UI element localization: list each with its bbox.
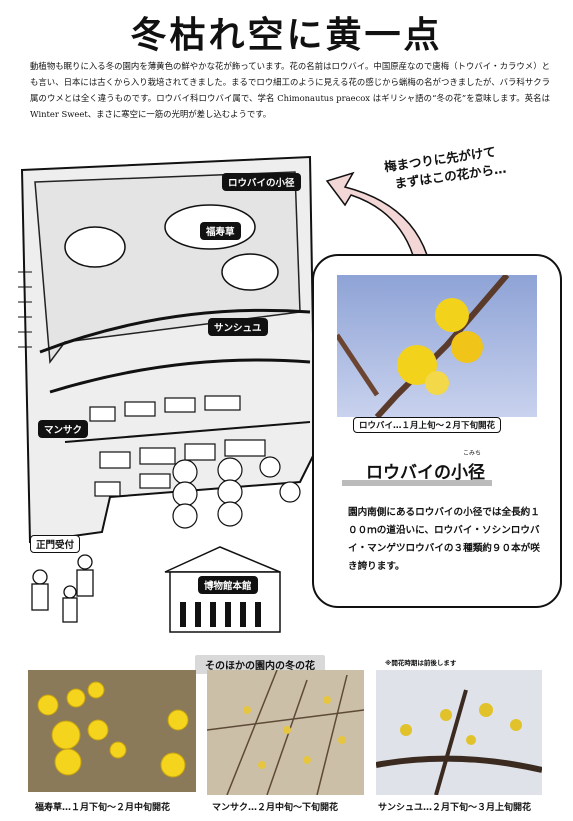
sanshuyu-caption: サンシュユ…２月下旬〜３月上旬開花: [378, 803, 532, 813]
path-heading: ロウバイの小径: [366, 463, 485, 483]
sanshuyu-photo: [376, 670, 542, 795]
map-label-roubai-path: ロウバイの小径: [222, 173, 301, 191]
page-title: 冬枯れ空に黄一点: [130, 14, 443, 56]
mansaku-photo: [207, 670, 364, 795]
map-label-fukujusou: 福寿草: [200, 222, 241, 240]
hand-note: 梅まつりに先がけて まずはこの花から…: [383, 142, 507, 194]
brush-underline: [342, 480, 492, 486]
roubai-photo: [337, 275, 537, 417]
fukujusou-caption: 福寿草…１月下旬〜２月中旬開花: [35, 803, 171, 813]
mansaku-caption: マンサク…２月中旬〜下旬開花: [212, 803, 339, 813]
map-label-museum: 博物館本館: [198, 576, 258, 594]
map-label-sanshuyu: サンシュユ: [208, 318, 268, 336]
roubai-photo-caption: ロウバイ…１月上旬〜２月下旬開花: [353, 417, 502, 433]
other-flowers-heading: そのほかの園内の冬の花: [195, 655, 325, 674]
path-heading-ruby: こみち: [463, 450, 482, 457]
map-label-gate: 正門受付: [30, 535, 81, 553]
path-description: 園内南側にあるロウバイの小径では全長約１００ｍの道沿いに、ロウバイ・ソシンロウバ…: [348, 507, 540, 572]
park-map-illustration: [10, 152, 330, 652]
bloom-note: ※開花時期は前後します: [385, 659, 457, 667]
fukujusou-photo: [28, 670, 196, 792]
intro-paragraph: 動植物も眠りに入る冬の園内を薄黄色の鮮やかな花が飾っています。花の名前はロウバイ…: [30, 61, 550, 119]
map-label-mansaku: マンサク: [38, 420, 89, 438]
